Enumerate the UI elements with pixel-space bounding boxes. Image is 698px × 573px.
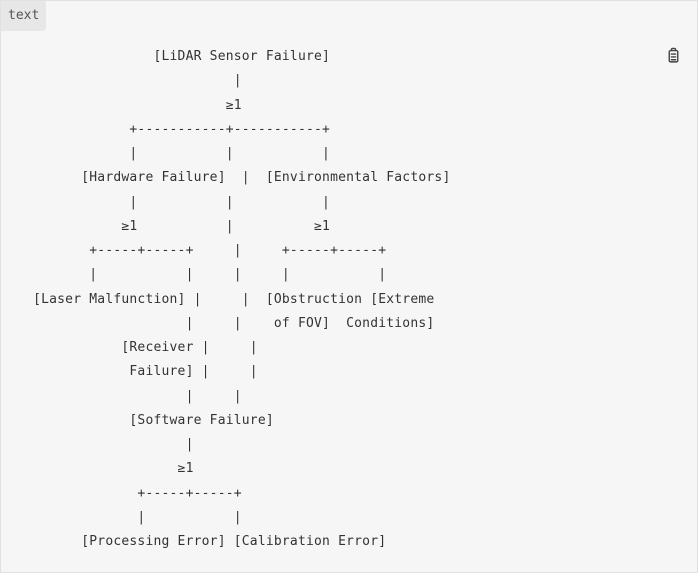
copy-button[interactable] (663, 45, 683, 65)
clipboard-icon (668, 47, 678, 63)
language-label: text (1, 1, 47, 31)
fault-tree-text: [LiDAR Sensor Failure] | ≥1 +-----------… (33, 49, 451, 549)
